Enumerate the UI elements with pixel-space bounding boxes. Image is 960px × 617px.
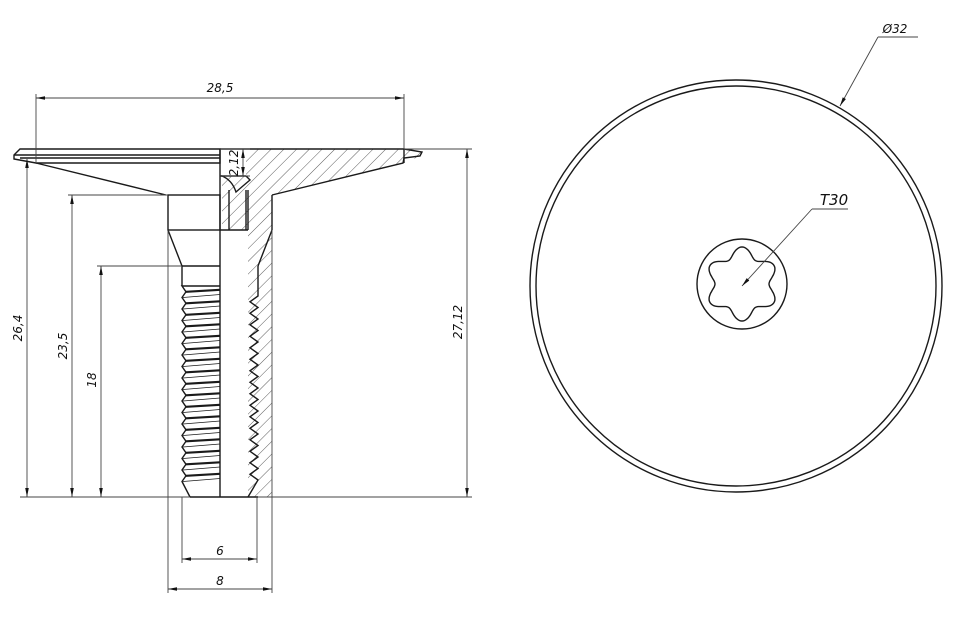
- thread-right: [247, 266, 260, 498]
- shank-left: [167, 194, 221, 286]
- dim-drive-type: T30: [741, 191, 848, 287]
- dim-label-18: 18: [85, 372, 99, 388]
- head-inner-circle: [535, 85, 937, 487]
- dim-label-26-4: 26,4: [11, 315, 25, 342]
- dim-thread-length: 18: [85, 265, 182, 497]
- dim-label-6: 6: [216, 544, 224, 558]
- side-view: 28,5 2,12 26,4 23,5 18: [11, 81, 472, 593]
- dim-total-length-right: 27,12: [258, 148, 472, 498]
- dim-thread-major: 8: [167, 230, 273, 593]
- dim-label-27-12: 27,12: [451, 305, 465, 339]
- dim-label-2-12: 2,12: [227, 150, 241, 177]
- dim-recess-depth: 2,12: [220, 148, 250, 177]
- dim-shank-length: 23,5: [56, 194, 168, 497]
- thread-left: [180, 285, 221, 498]
- dim-label-diameter-32: Ø32: [882, 22, 908, 36]
- head-flange-right-section: [220, 148, 424, 497]
- dim-label-8: 8: [216, 574, 224, 588]
- head-outer-circle: [529, 79, 943, 493]
- dim-label-28-5: 28,5: [207, 81, 234, 95]
- drive-circle: [696, 238, 788, 330]
- dim-thread-minor: 6: [181, 497, 258, 563]
- torx-drive-icon: [708, 246, 776, 322]
- dim-label-23-5: 23,5: [56, 333, 70, 360]
- dim-total-length-left: 26,4: [11, 159, 190, 498]
- dim-head-diameter: Ø32: [839, 22, 918, 107]
- shank-right-section: [257, 195, 273, 267]
- top-view: Ø32 T30: [529, 22, 943, 493]
- dim-label-t30: T30: [820, 191, 848, 209]
- dim-head-width: 28,5: [35, 81, 405, 163]
- head-flange-left: [13, 148, 221, 196]
